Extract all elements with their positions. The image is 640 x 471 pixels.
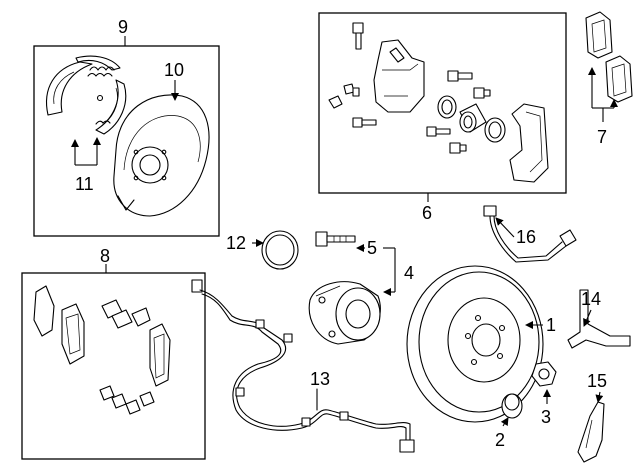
abs-sensor-harness — [191, 279, 415, 453]
callout-12: 12 — [226, 233, 246, 253]
callout-labels: 9 10 11 6 7 8 12 5 4 16 1 14 15 13 3 2 — [75, 17, 607, 450]
callout-4: 4 — [404, 263, 414, 283]
group-8-hardware-kit — [21, 264, 206, 460]
hose-bracket — [567, 289, 631, 349]
brake-rotor — [406, 265, 544, 423]
callout-16: 16 — [516, 227, 536, 247]
hub-bearing-assembly — [308, 281, 381, 345]
callout-5: 5 — [367, 238, 377, 258]
group-6-caliper — [318, 12, 567, 202]
piston — [459, 103, 487, 133]
hub-bolt — [315, 231, 396, 296]
hub-nut — [531, 361, 557, 404]
callout-2: 2 — [495, 430, 505, 450]
callout-10: 10 — [164, 60, 184, 80]
callout-6: 6 — [422, 203, 432, 223]
group-9-parking-brake — [33, 36, 220, 237]
callout-11: 11 — [75, 174, 94, 194]
callout-15: 15 — [587, 371, 607, 391]
grease-cap — [500, 393, 523, 427]
callout-14: 14 — [581, 289, 601, 309]
callout-7: 7 — [597, 127, 607, 147]
group-7-brake-pads — [585, 11, 633, 122]
box-6 — [318, 12, 567, 194]
callout-8: 8 — [100, 246, 110, 266]
backing-plate — [113, 94, 210, 217]
callout-1: 1 — [546, 315, 556, 335]
box-8 — [21, 272, 206, 460]
caliper-housing — [373, 39, 425, 113]
caliper-bolt — [352, 22, 451, 137]
callout-13: 13 — [310, 369, 330, 389]
caliper-bracket — [509, 103, 549, 183]
callout-9: 9 — [118, 17, 128, 37]
splash-shield — [577, 391, 605, 463]
box-9 — [33, 45, 220, 237]
callout-3: 3 — [541, 407, 551, 427]
brake-hose — [483, 205, 577, 263]
o-ring — [252, 230, 299, 270]
parking-brake-shoe — [46, 55, 127, 135]
